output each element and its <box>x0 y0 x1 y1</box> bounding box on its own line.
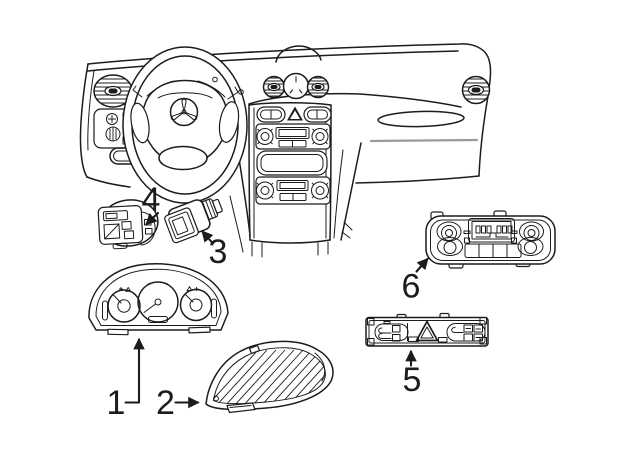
part-switch-panel <box>365 312 489 347</box>
callout-2[interactable]: 2 <box>156 384 200 422</box>
callout-3-label[interactable]: 3 <box>209 233 228 271</box>
left-spoke-cutout <box>130 102 150 144</box>
brand-star-icon <box>169 97 199 127</box>
callout-1-label[interactable]: 1 <box>107 384 126 422</box>
part-dash-switch <box>97 199 159 250</box>
dashboard-illustration <box>79 43 492 258</box>
callout-6[interactable]: 6 <box>402 257 429 306</box>
airbag-pad <box>141 79 229 165</box>
glovebox-trim <box>377 110 465 128</box>
callout-4-label[interactable]: 4 <box>142 181 161 219</box>
dash-top-dome <box>275 45 322 63</box>
callout-3[interactable]: 3 <box>201 230 228 272</box>
steering-wheel <box>122 46 248 204</box>
control-knob-right <box>517 221 544 256</box>
dash-body <box>79 43 492 241</box>
dash-brow <box>248 92 462 108</box>
climate-controls <box>255 176 331 205</box>
passenger-vent <box>461 75 491 105</box>
center-console <box>229 102 344 258</box>
part-cluster-lens <box>205 340 334 414</box>
switch-slot-right <box>446 323 486 342</box>
horn-pad <box>158 145 208 171</box>
callout-2-label[interactable]: 2 <box>156 384 175 422</box>
part-small-switch <box>164 198 223 244</box>
control-display <box>468 218 515 243</box>
center-vents-clock <box>262 72 330 100</box>
callout-4[interactable]: 4 <box>142 181 161 226</box>
radio-unit <box>255 123 331 150</box>
gauge-center <box>137 281 179 323</box>
callout-5-label[interactable]: 5 <box>403 361 422 399</box>
callout-1[interactable]: 1 <box>107 337 145 423</box>
lens-hatching <box>213 349 326 404</box>
storage-bin <box>256 150 328 176</box>
part-instrument-cluster <box>88 263 229 336</box>
driver-kick-panel <box>237 151 251 237</box>
control-button-row <box>464 243 522 258</box>
hazard-switch-row <box>256 106 332 123</box>
passenger-kick-panel <box>340 142 362 241</box>
right-spoke-cutout <box>218 101 240 143</box>
callout-5[interactable]: 5 <box>403 349 422 400</box>
part-control-unit <box>425 210 556 269</box>
callout-6-label[interactable]: 6 <box>402 268 421 306</box>
control-knob-left <box>436 221 463 256</box>
dash-trim-line <box>369 138 479 143</box>
hazard-button <box>415 320 439 342</box>
